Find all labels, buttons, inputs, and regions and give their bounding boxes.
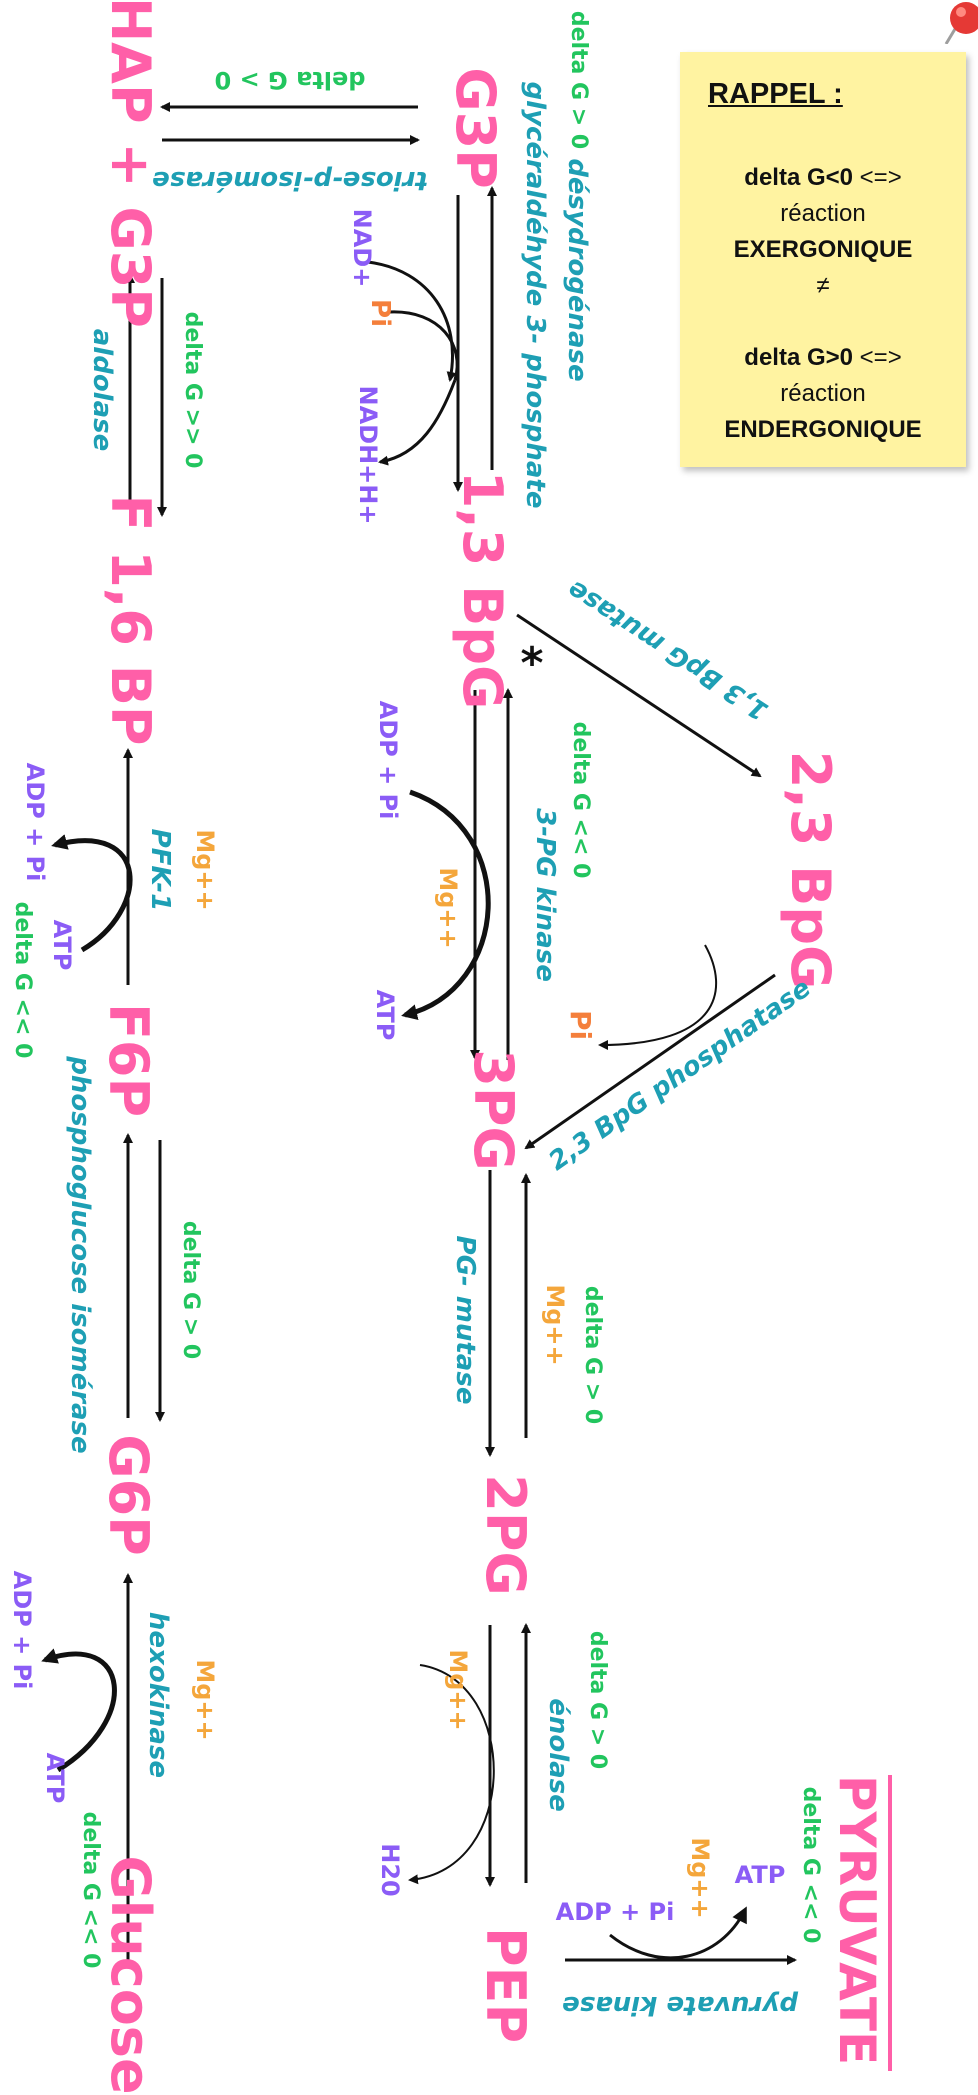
cofactor-h2o: H20	[376, 1843, 404, 1897]
curve-pgk-atp	[401, 789, 491, 1020]
note-line-7: ENDERGONIQUE	[724, 416, 922, 443]
metabolite-bpg23: 2,3 BpG	[779, 750, 842, 990]
dg-pk: delta G << 0	[798, 1786, 823, 1944]
curve-pfk1-atp	[51, 834, 133, 953]
mg-pk: Mg++	[686, 1837, 714, 1919]
metabolite-f6p: F6P	[97, 1002, 160, 1118]
enzyme-gapdh-line1: glycéraldéhyde 3- phosphate	[520, 81, 550, 509]
curve-hexokinase-atp	[41, 1648, 117, 1773]
cofactor-nad: NAD+	[348, 208, 376, 288]
dg-pgm: delta G > 0	[580, 1285, 605, 1425]
curve-pk-atp	[609, 1906, 747, 1960]
cofactor-adp-pfk1: ADP + Pi	[21, 762, 49, 882]
cofactor-adp-pk: ADP + Pi	[555, 1898, 675, 1926]
dg-pgk: delta G << 0	[568, 721, 593, 879]
cofactor-adp-hexokinase: ADP + Pi	[8, 1570, 36, 1690]
note-line-4: ≠	[816, 272, 830, 299]
metabolite-g3p: G3P	[444, 67, 507, 189]
mg-pgk: Mg++	[434, 867, 462, 949]
dg-gapdh: delta G > 0	[566, 10, 591, 150]
enzyme-pg-mutase: PG- mutase	[450, 1235, 480, 1405]
cofactor-atp-pk: ATP	[734, 1861, 786, 1889]
enzyme-tpi: triose-p-isomérase	[152, 165, 428, 195]
mg-hexokinase: Mg++	[191, 1659, 219, 1741]
enzyme-hexokinase: hexokinase	[143, 1611, 173, 1779]
mg-pgm: Mg++	[541, 1284, 569, 1366]
cofactor-adp-pgk: ADP + Pi	[374, 700, 402, 820]
enzyme-pgi: phosphoglucose isomérase	[65, 1056, 95, 1454]
arrow-bpg23-pg3	[524, 973, 776, 1150]
metabolite-glucose: Glucose	[99, 1855, 162, 2095]
enzyme-pfk1: PFK-1	[145, 828, 175, 912]
arrow-bpg13-bpg23	[516, 613, 762, 778]
note-line-6: réaction	[780, 380, 866, 407]
cofactor-nadh: NADH+H+	[354, 385, 382, 525]
pushpin-icon	[944, 2, 978, 44]
enzyme-pyruvate-kinase: pyruvate kinase	[562, 1990, 798, 2020]
mg-pfk1: Mg++	[191, 829, 219, 911]
dg-aldolase: delta G >> 0	[180, 311, 205, 469]
metabolite-pyruvate: PYRUVATE	[828, 1774, 886, 2066]
dg-pfk1: delta G << 0	[10, 901, 35, 1059]
curve-gapdh-nad	[367, 260, 457, 382]
star-marker: *	[520, 638, 544, 689]
metabolite-pg3: 3PG	[462, 1049, 525, 1171]
cofactor-atp-pgk: ATP	[371, 989, 399, 1041]
enzyme-enolase: énolase	[543, 1698, 573, 1812]
enzyme-aldolase: aldolase	[87, 328, 117, 452]
note-title: RAPPEL :	[708, 78, 843, 110]
note-line-5: delta G>0 <=>	[744, 344, 902, 371]
cofactor-atp-pfk1: ATP	[48, 919, 76, 971]
curve-gapdh-nadh	[378, 379, 457, 466]
enzyme-pgk: 3-PG kinase	[530, 808, 560, 982]
note-line-3: EXERGONIQUE	[733, 236, 913, 263]
cofactor-pi-phosphatase: Pi	[564, 1009, 597, 1041]
metabolite-g6p: G6P	[97, 1434, 160, 1556]
enzyme-gapdh-line2: désydrogénase	[562, 158, 592, 382]
curve-enolase-h2o	[408, 1664, 495, 1885]
dg-pgi: delta G > 0	[178, 1220, 203, 1360]
metabolite-bpg13: 1,3 BpG	[451, 470, 514, 710]
curve-gapdh-pi	[389, 310, 459, 381]
metabolite-pep: PEP	[474, 1926, 537, 2044]
note-line-2: réaction	[780, 200, 866, 227]
dg-enolase: delta G > 0	[585, 1630, 610, 1770]
dg-hexokinase: delta G << 0	[78, 1811, 103, 1969]
curve-phosphatase-pi	[598, 944, 718, 1050]
mg-enolase: Mg++	[444, 1649, 472, 1731]
rappel-note: RAPPEL : delta G<0 <=> réaction EXERGONI…	[680, 52, 966, 467]
note-line-1: delta G<0 <=>	[744, 164, 902, 191]
cofactor-atp-hexokinase: ATP	[41, 1752, 69, 1804]
metabolite-f16bp: F 1,6 BP	[99, 494, 162, 746]
metabolite-pg2: 2PG	[474, 1474, 537, 1596]
metabolite-dhap-g3p: DHAP + G3P	[99, 0, 162, 328]
cofactor-pi-gapdh: Pi	[365, 299, 395, 327]
dg-tpi: delta G > 0	[214, 66, 366, 94]
